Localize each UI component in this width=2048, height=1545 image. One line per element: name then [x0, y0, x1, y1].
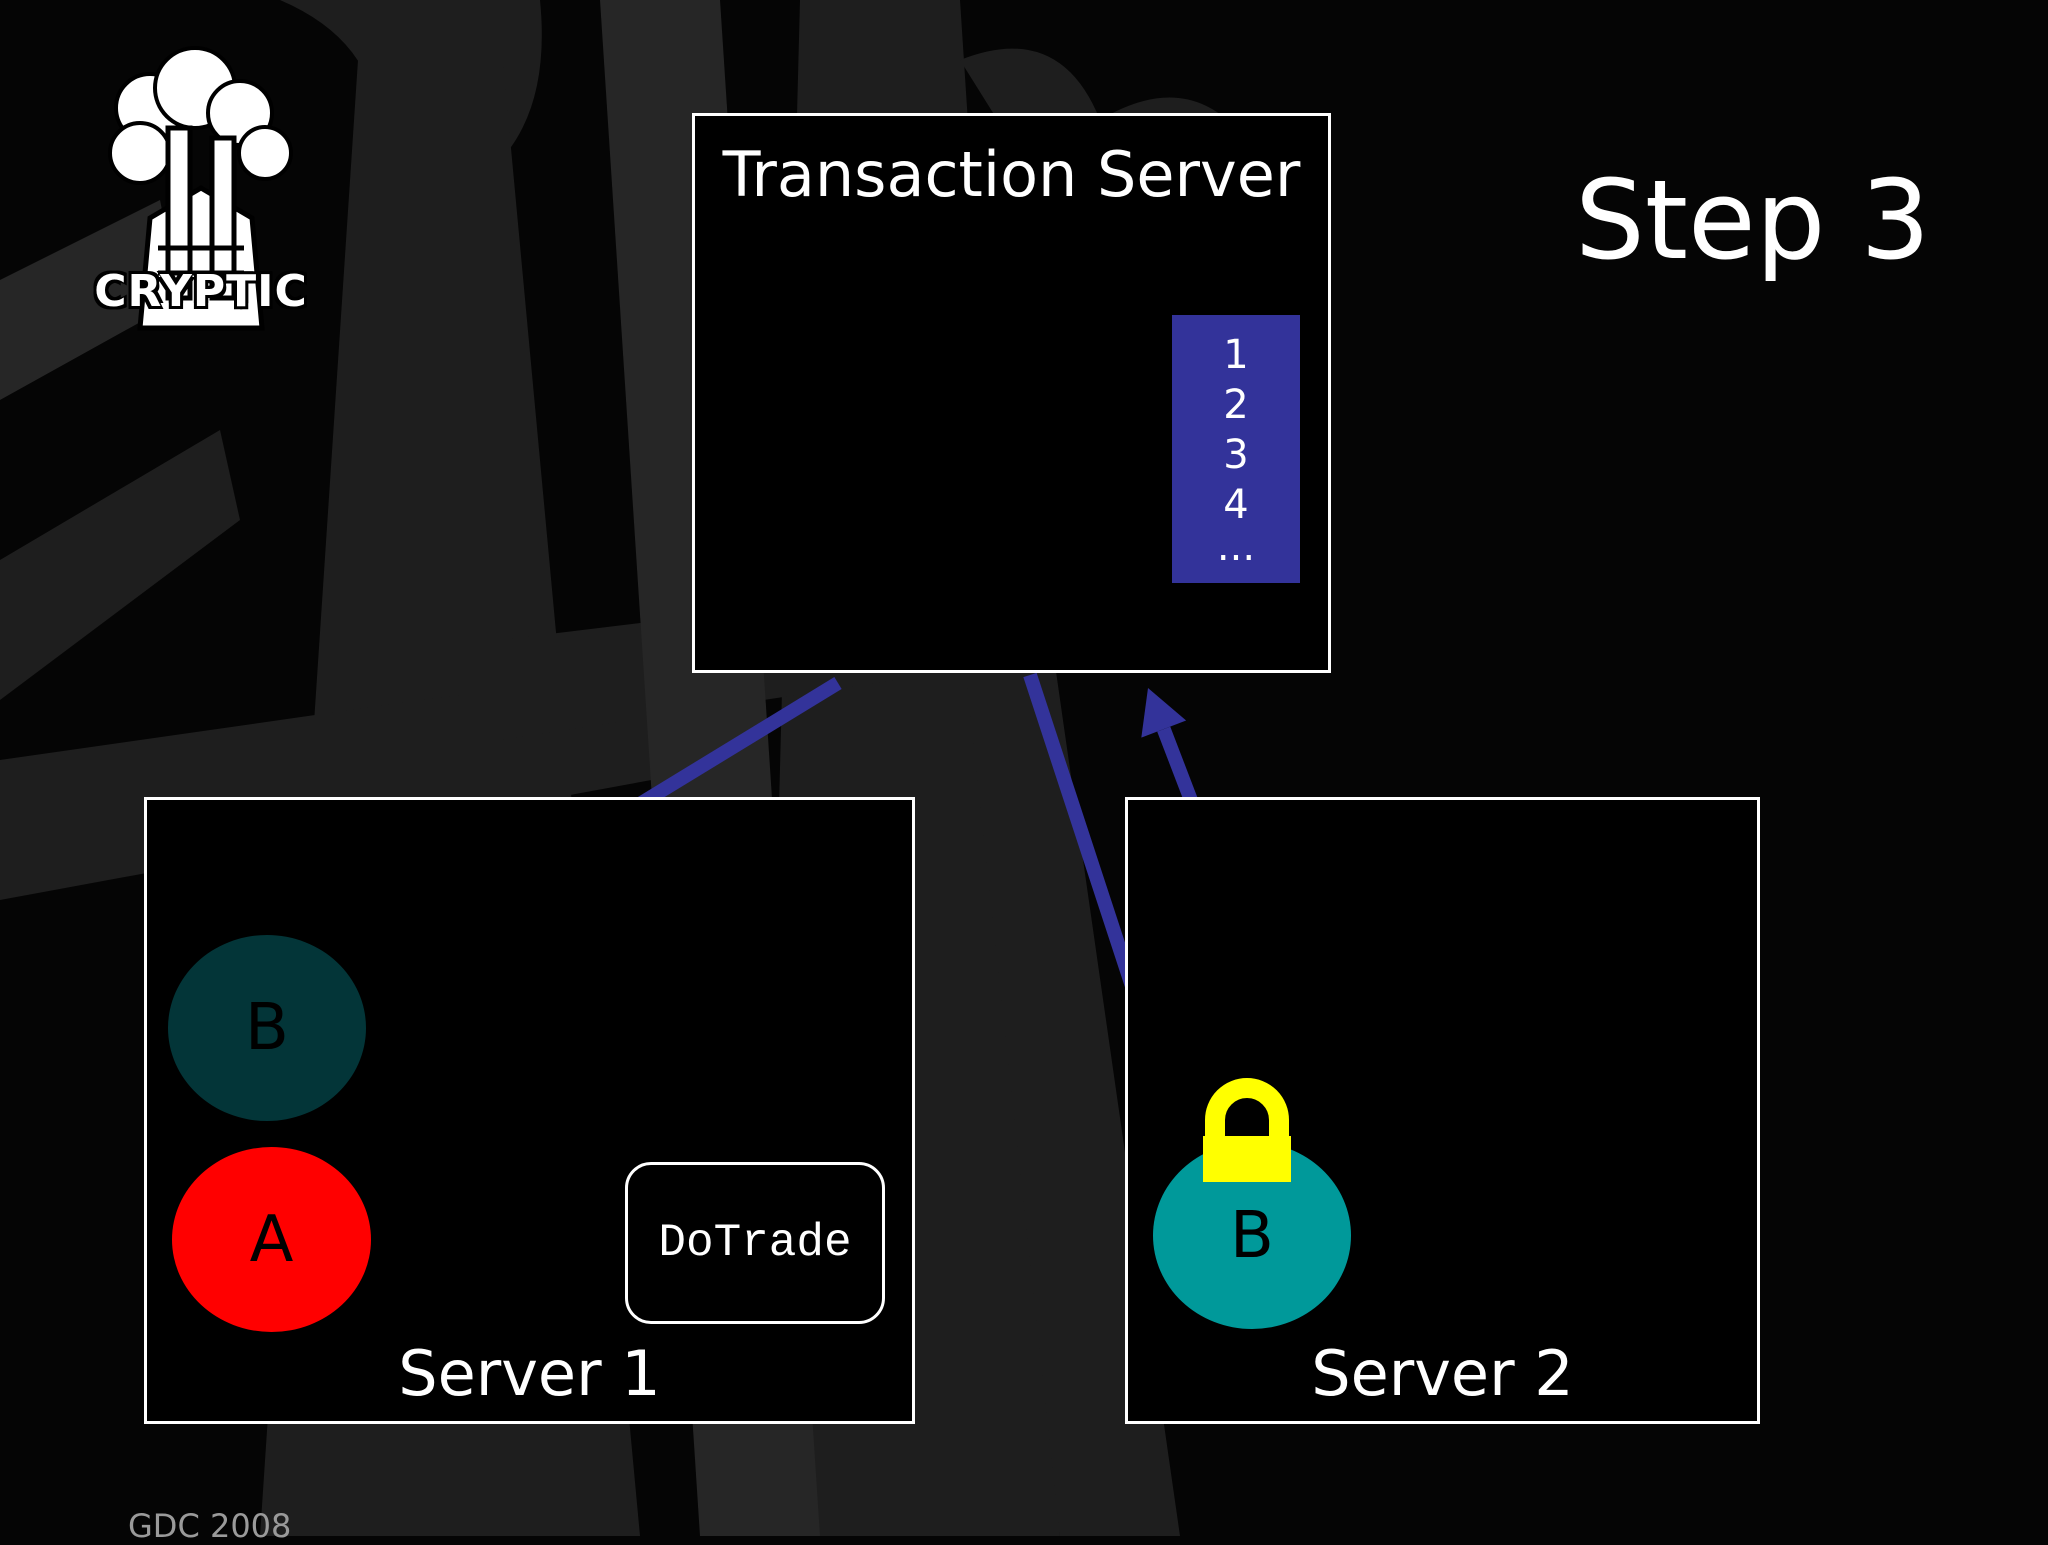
transaction-server-label: Transaction Server	[722, 138, 1301, 211]
server-2-label: Server 2	[1311, 1337, 1574, 1410]
step-title: Step 3	[1575, 156, 1931, 284]
footer-text: GDC 2008	[128, 1507, 292, 1545]
queue-item: 2	[1223, 382, 1249, 428]
queue-item: ...	[1216, 524, 1256, 570]
server-2-box: Server 2	[1125, 797, 1760, 1424]
entity-b: B	[1153, 1142, 1351, 1329]
logo-text: CRYPTIC	[94, 266, 308, 317]
queue-item: 3	[1223, 432, 1249, 478]
entity-b-placeholder: B	[168, 935, 366, 1121]
entity-a: A	[172, 1147, 371, 1332]
queue-item: 4	[1223, 482, 1249, 528]
transaction-queue: 1 2 3 4 ...	[1172, 315, 1300, 583]
factory-logo-icon	[108, 46, 293, 331]
dotrade-command: DoTrade	[625, 1162, 885, 1324]
queue-item: 1	[1223, 332, 1249, 378]
server-1-label: Server 1	[398, 1337, 661, 1410]
